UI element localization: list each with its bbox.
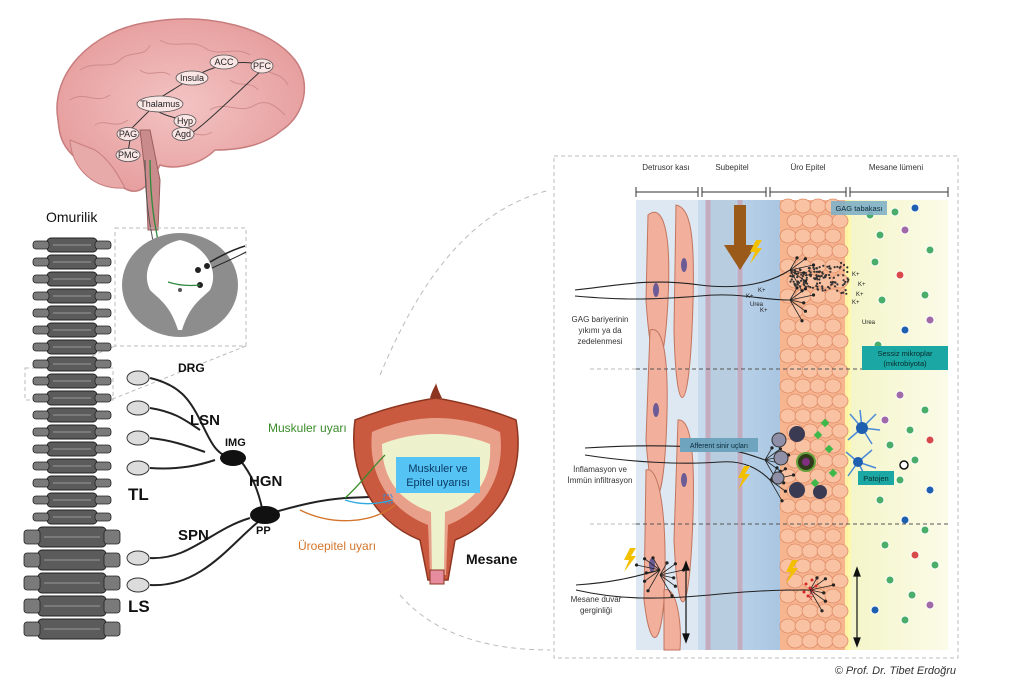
mechanism-gag-line-2: yıkımı ya da [578, 326, 622, 335]
afferent-callout-label: Afferent sinir uçları [690, 443, 748, 450]
gag-layer-label: GAG tabakası [835, 204, 882, 213]
ion-cloud [789, 261, 850, 295]
drg-ganglia [126, 370, 150, 593]
lumen-urea-label: Urea [862, 320, 876, 326]
brain-label-hyp: Hyp [177, 116, 193, 126]
label-ls: LS [128, 597, 150, 616]
label-drg: DRG [178, 361, 205, 375]
urothelial-signal-line [299, 504, 396, 522]
credit: © Prof. Dr. Tibet Erdoğru [835, 665, 956, 677]
label-img: IMG [225, 437, 246, 449]
urothelial-signal-label: Üroepitel uyarı [298, 539, 376, 553]
column-detrusor: Detrusor kası [642, 163, 690, 172]
pp-ganglion [250, 506, 280, 524]
nerve-pathways [149, 377, 396, 587]
combined-signal-box [396, 457, 480, 493]
mechanism-gag-line-1: GAG bariyerinin [572, 315, 629, 324]
brain: ACC PFC Insula Thalamus Hyp Agd PAG PMC [56, 18, 306, 294]
ion-label: Urea [750, 302, 764, 308]
mechanism-inflammation-line-2: İmmün infiltrasyon [568, 476, 633, 485]
brain-label-insula: Insula [180, 73, 204, 83]
gag-layer-tag [831, 201, 887, 215]
brain-label-thalamus: Thalamus [140, 99, 180, 109]
immune-cells [771, 409, 881, 499]
img-ganglion [220, 450, 246, 466]
combined-signal-label-1: Muskuler ve [408, 463, 467, 475]
ion-label: K+ [852, 272, 860, 278]
spine-title: Omurilik [46, 209, 98, 225]
combined-signal-line [344, 499, 393, 505]
ion-label: K+ [746, 294, 754, 300]
brain-label-pfc: PFC [253, 61, 272, 71]
label-spn: SPN [178, 527, 209, 544]
microbes-callout-line-2: (mikrobiyota) [883, 359, 927, 368]
brain-label-agd: Agd [175, 129, 191, 139]
mechanism-stretch-line-2: gerginliği [580, 606, 612, 615]
mechanism-stretch-line-1: Mesane duvar [571, 595, 622, 604]
label-lsn: LSN [190, 412, 220, 429]
muscular-signal-line [344, 454, 386, 499]
ion-label: K+ [760, 308, 768, 314]
ion-label: K+ [852, 300, 860, 306]
column-uro-epitel: Üro Epitel [790, 163, 825, 172]
brain-label-acc: ACC [214, 57, 234, 67]
gag-damage-arrow [724, 205, 756, 270]
brain-label-pag: PAG [119, 129, 137, 139]
atp-label: ATP [808, 588, 817, 601]
ion-label: K+ [856, 292, 864, 298]
detail-panel: Detrusor kası Subepitel Üro Epitel Mesan… [553, 155, 959, 659]
label-tl: TL [128, 485, 149, 504]
lumen-particles [865, 203, 940, 625]
label-pp: PP [256, 525, 271, 537]
pathogen-callout-label: Patojen [863, 474, 888, 483]
muscular-signal-label: Muskuler uyarı [268, 421, 347, 435]
column-lumen: Mesane lümeni [869, 163, 923, 172]
label-hgn: HGN [249, 473, 282, 490]
ion-label: K+ [758, 288, 766, 294]
spine-labels: DRG LSN IMG HGN SPN PP TL LS [128, 361, 282, 616]
brain-label-pmc: PMC [118, 150, 139, 160]
pathogen-callout [858, 471, 894, 485]
afferent-callout [680, 438, 758, 452]
column-subepitel: Subepitel [715, 163, 749, 172]
bladder-label: Mesane [466, 551, 518, 567]
ion-label: K+ [858, 282, 866, 288]
spine [23, 237, 121, 640]
microbes-callout [862, 346, 948, 370]
spinal-cord-section [24, 227, 247, 401]
mechanism-gag-line-3: zedelenmesi [578, 337, 623, 346]
mechanism-inflammation-line-1: İnflamasyon ve [573, 465, 627, 474]
brain-region-labels: ACC PFC Insula Thalamus Hyp Agd PAG PMC [115, 54, 274, 162]
microbes-callout-line-1: Sessiz mikroplar [877, 349, 933, 358]
bladder: Muskuler ve Epitel uyarısı [353, 383, 519, 585]
combined-signal-label-2: Epitel uyarısı [406, 477, 470, 489]
